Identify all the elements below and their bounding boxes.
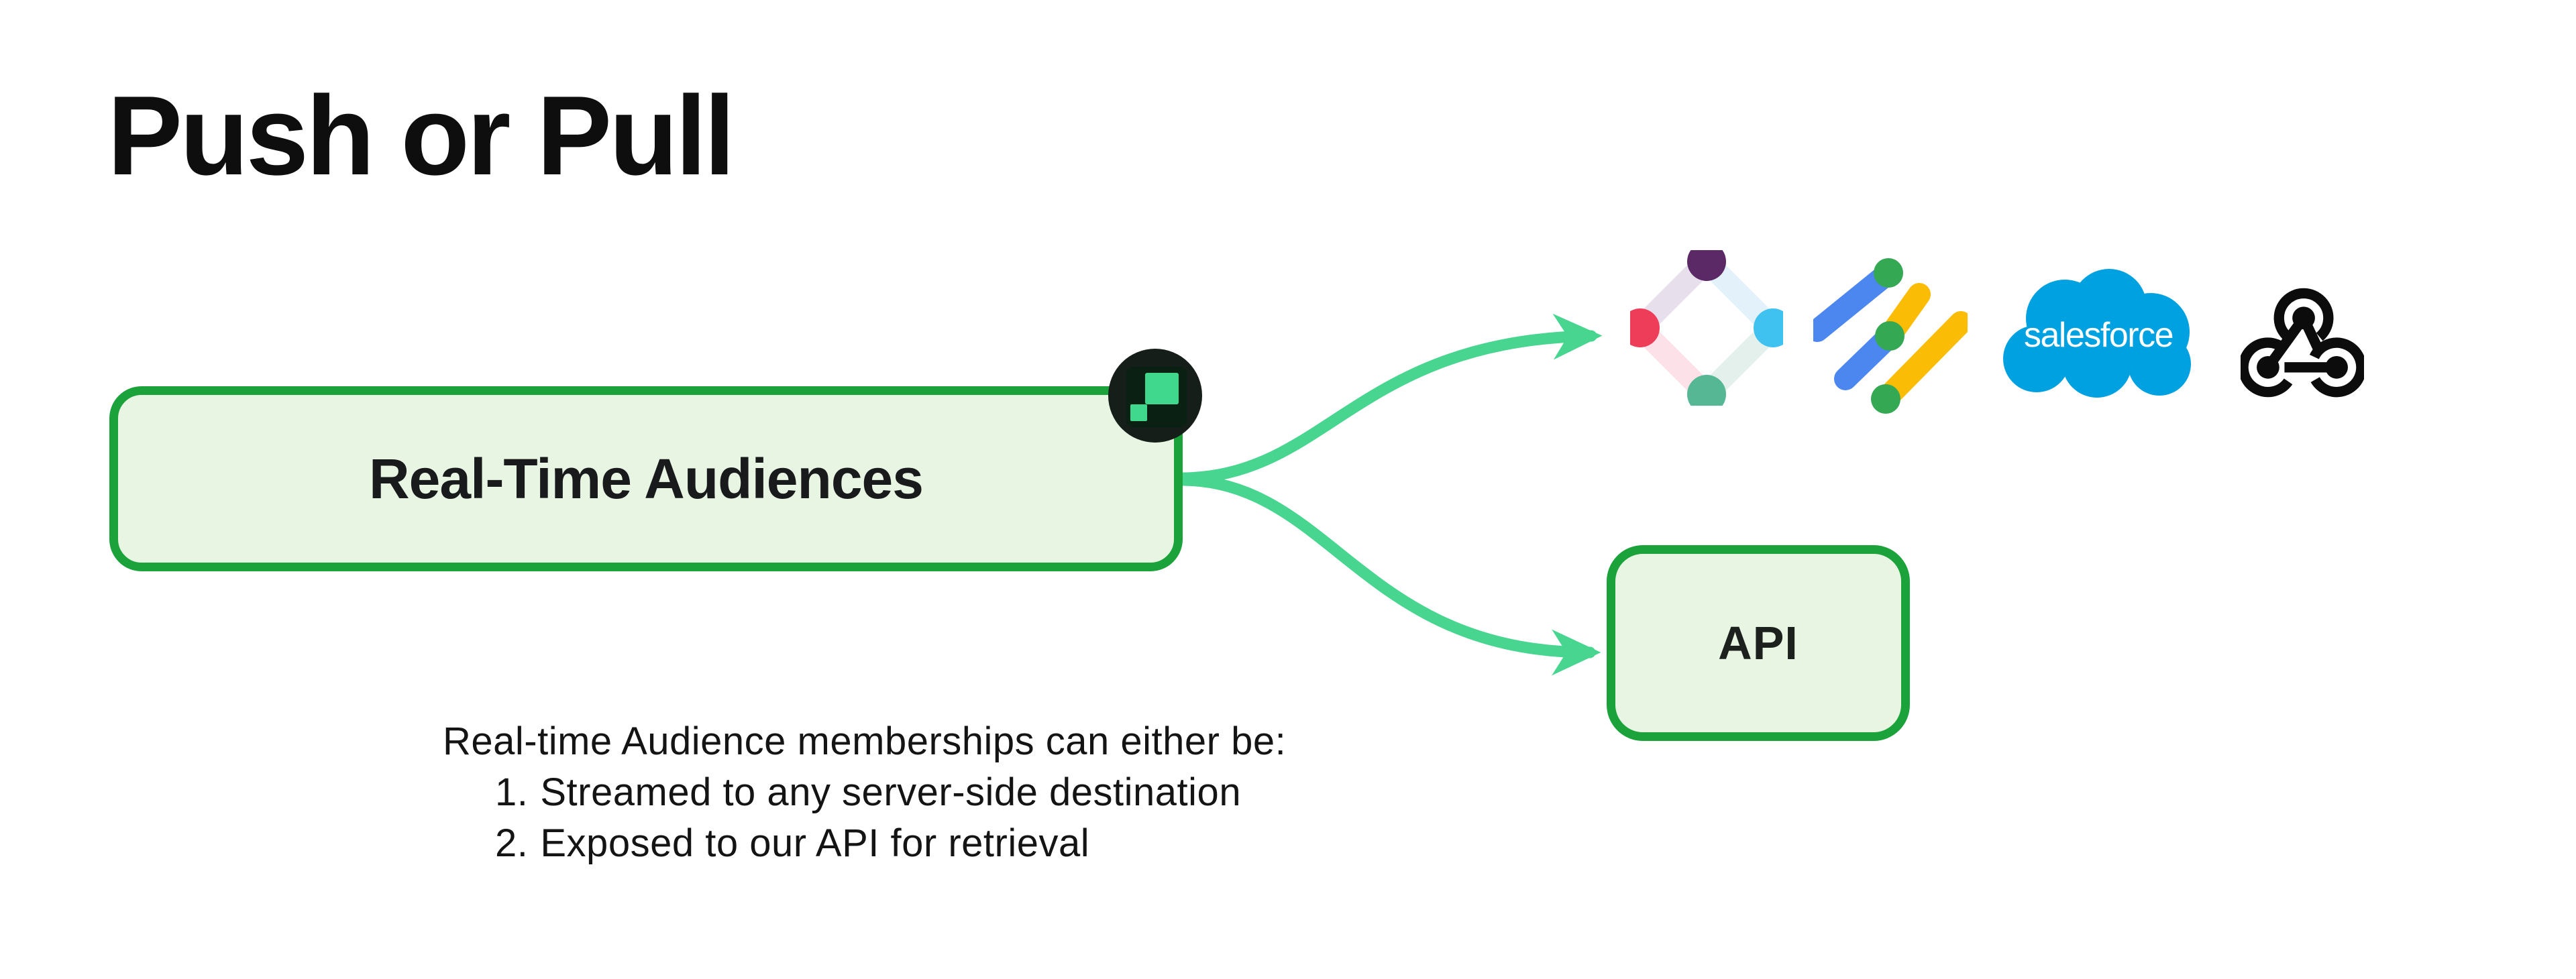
notes: Real-time Audience memberships can eithe… — [443, 716, 1286, 869]
google-ad-manager-logo — [1813, 258, 1968, 414]
list-item-number: 2. — [495, 821, 529, 865]
pixel-square-large — [1145, 373, 1179, 404]
list-item-text: Streamed to any server-side destination — [540, 770, 1242, 814]
list-item: 2.Exposed to our API for retrieval — [495, 818, 1286, 869]
real-time-audiences-label: Real-Time Audiences — [369, 447, 924, 510]
salesforce-cloud — [2003, 269, 2191, 398]
pixel-squares-icon — [1126, 367, 1187, 427]
notes-intro: Real-time Audience memberships can eithe… — [443, 719, 1287, 763]
list-item-text: Exposed to our API for retrieval — [540, 821, 1090, 865]
page-title: Push or Pull — [107, 72, 735, 198]
notes-list: 1.Streamed to any server-side destinatio… — [443, 767, 1286, 869]
salesforce-logo: salesforce — [2003, 269, 2191, 398]
api-node: API — [1607, 545, 1910, 741]
iterable-logo — [1630, 250, 1783, 406]
list-item-number: 1. — [495, 770, 529, 814]
api-label: API — [1718, 617, 1799, 669]
arrow-to-api — [1177, 474, 1601, 676]
list-item: 1.Streamed to any server-side destinatio… — [495, 767, 1286, 818]
pixel-square-small — [1130, 404, 1147, 421]
brand-logo-badge — [1108, 349, 1202, 443]
salesforce-wordmark: salesforce — [2024, 316, 2173, 355]
real-time-audiences-node: Real-Time Audiences — [109, 386, 1183, 571]
webhook-icon — [2241, 288, 2364, 398]
arrow-to-destinations — [1177, 313, 1603, 484]
